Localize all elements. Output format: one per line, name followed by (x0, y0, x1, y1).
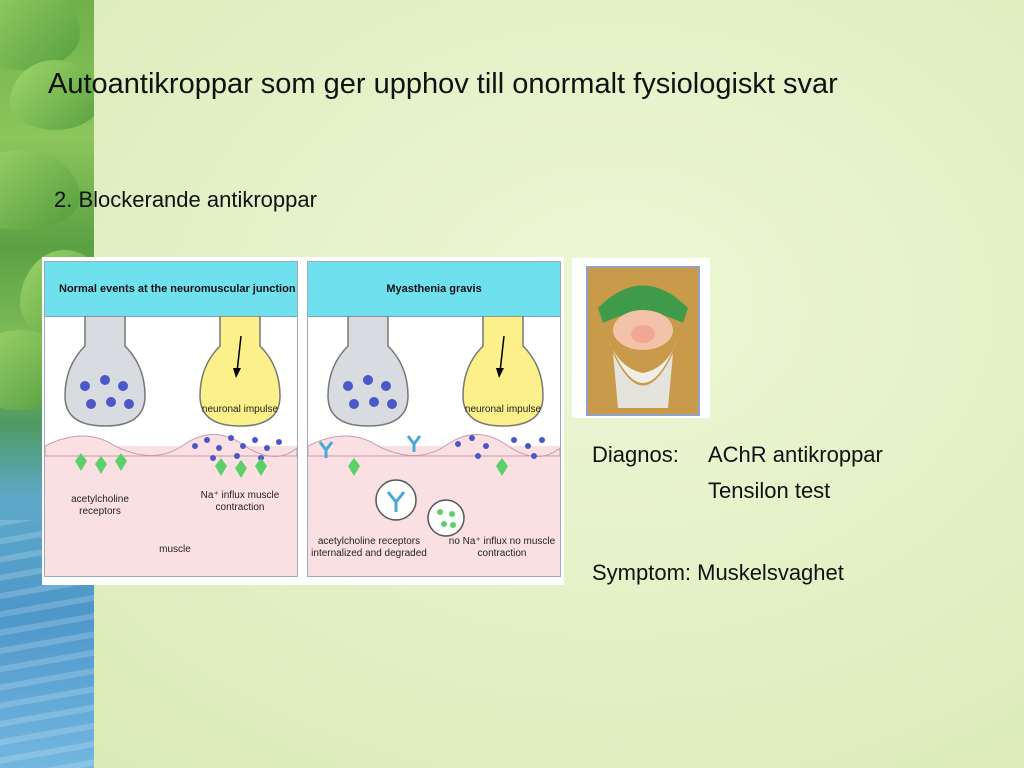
receptor-label: acetylcholine receptors (71, 494, 129, 517)
myasthenia-panel: Myasthenia gravis neuron (307, 261, 561, 577)
internalized-label: acetylcholine receptors internalized and… (311, 536, 427, 559)
diagnosis-label: Diagnos: (592, 442, 679, 467)
myasthenia-panel-header: Myasthenia gravis (308, 262, 560, 317)
slide-subtitle: 2. Blockerande antikroppar (54, 187, 317, 212)
myasthenia-synapse-drawing (308, 316, 560, 576)
normal-panel-header: Normal events at the neuromuscular junct… (45, 262, 297, 317)
diagnosis-value-1: AChR antikroppar (708, 442, 883, 467)
symptom-text: Symptom: Muskelsvaghet (592, 560, 844, 585)
impulse-label: neuronal impulse (201, 404, 279, 415)
normal-panel: Normal events at the neuromuscular junct… (44, 261, 298, 577)
no-influx-label: no Na⁺ influx no muscle contraction (448, 536, 556, 559)
impulse-label: neuronal impulse (464, 404, 542, 415)
normal-synapse-drawing (45, 316, 297, 576)
dwarf-portrait (572, 258, 710, 418)
dwarf-illustration (588, 268, 698, 414)
diagnosis-value-2: Tensilon test (708, 478, 831, 503)
slide-title: Autoantikroppar som ger upphov till onor… (48, 68, 838, 100)
influx-label: Na⁺ influx muscle contraction (200, 490, 280, 513)
muscle-label: muscle (159, 544, 191, 555)
neuromuscular-diagram: Normal events at the neuromuscular junct… (42, 257, 564, 585)
